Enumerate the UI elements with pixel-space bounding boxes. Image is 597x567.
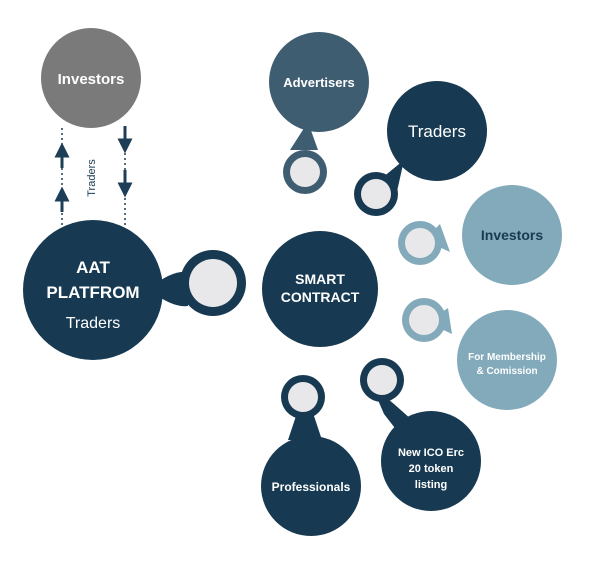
professionals-node: Professionals	[261, 375, 361, 536]
investors-top-label: Investors	[58, 71, 125, 88]
professionals-label: Professionals	[272, 480, 351, 494]
ico-line1: New ICO Erc	[398, 447, 464, 459]
platform-title-line1: AAT	[76, 258, 110, 277]
platform-subtitle: Traders	[66, 315, 121, 332]
investors-node: Investors	[398, 185, 562, 285]
ico-line3: listing	[415, 479, 447, 491]
flow-connector: Traders	[54, 126, 133, 228]
advertisers-label: Advertisers	[283, 75, 355, 90]
advertisers-node: Advertisers	[269, 32, 369, 194]
investors-label: Investors	[481, 227, 543, 243]
smart-contract-line1: SMART	[295, 271, 345, 287]
ico-knob	[367, 365, 397, 395]
advertisers-knob	[290, 157, 320, 187]
membership-knob	[409, 305, 439, 335]
traders-label: Traders	[408, 122, 466, 141]
smart-contract-line2: CONTRACT	[281, 289, 360, 305]
membership-node: For Membership & Comission	[402, 298, 557, 410]
platform-title-line2: PLATFROM	[46, 283, 139, 302]
aat-platform-node: AAT PLATFROM Traders	[23, 220, 246, 360]
platform-knob	[189, 259, 237, 307]
investors-knob	[405, 228, 435, 258]
professionals-knob	[288, 382, 318, 412]
flow-label: Traders	[86, 159, 98, 197]
smart-contract-node: SMART CONTRACT	[262, 231, 378, 347]
membership-line2: & Comission	[476, 366, 537, 377]
membership-line1: For Membership	[468, 352, 546, 363]
ico-listing-node: New ICO Erc 20 token listing	[360, 358, 481, 511]
traders-node: Traders	[354, 81, 487, 216]
ico-line2: 20 token	[409, 463, 454, 475]
investors-top-node: Investors	[41, 28, 141, 128]
traders-knob	[361, 179, 391, 209]
